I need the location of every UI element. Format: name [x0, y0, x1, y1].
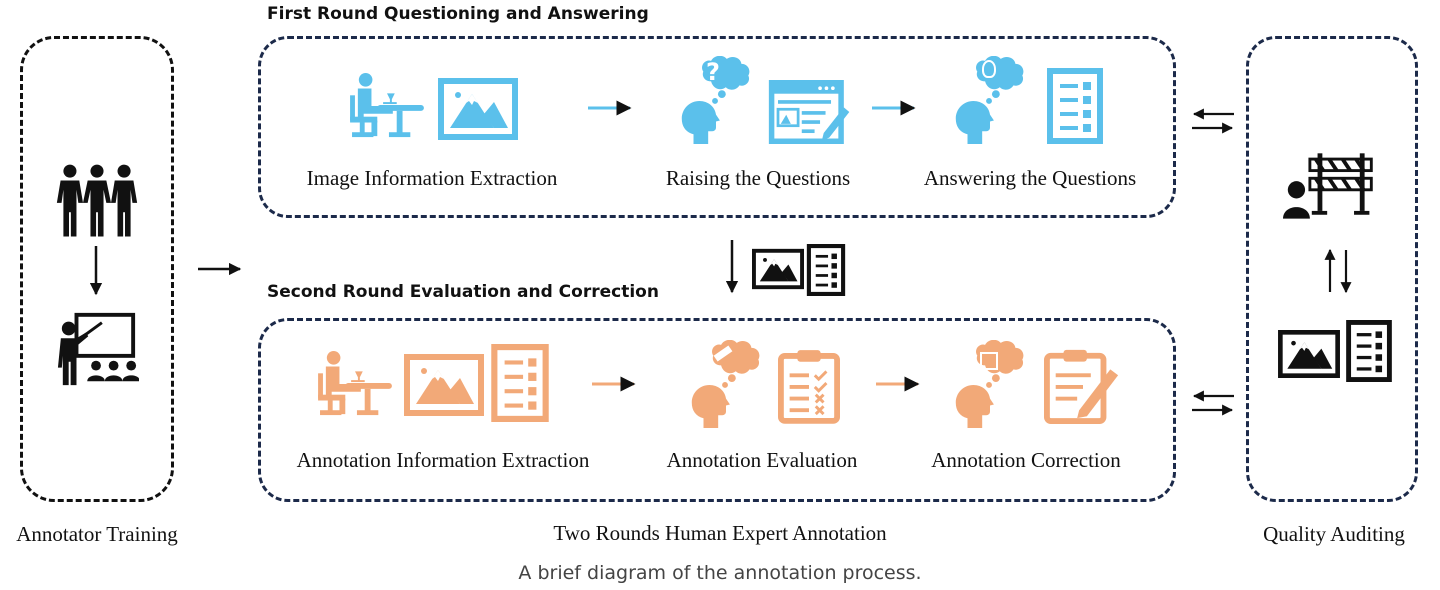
image-icon [438, 78, 518, 140]
step-label-annotation-correction: Annotation Correction [931, 448, 1121, 472]
web-form-edit-icon [766, 80, 854, 144]
step-label-answering-the-questions: Answering the Questions [923, 166, 1137, 190]
person-at-desk-icon [348, 72, 426, 140]
flow-arrow-icon [872, 100, 916, 116]
bidirectional-arrow-icon [1192, 108, 1234, 134]
quality-auditing-panel [1246, 36, 1418, 502]
quality-auditing-label: Quality Auditing [1263, 522, 1405, 546]
clipboard-edit-icon [1044, 346, 1122, 424]
first-round-box [258, 36, 1176, 218]
right-arrow-icon [198, 262, 242, 276]
teacher-presentation-icon [55, 312, 139, 388]
second-round-box [258, 318, 1176, 502]
question-mark-icon: ? [706, 58, 720, 86]
step-label-raising-the-questions: Raising the Questions [665, 166, 851, 190]
image-icon [752, 248, 804, 290]
down-arrow-icon [725, 240, 739, 294]
group-of-people-icon [55, 162, 139, 240]
step-label-annotation-evaluation: Annotation Evaluation [666, 448, 858, 472]
bidirectional-arrow-icon [1192, 390, 1234, 416]
auditor-barrier-icon [1283, 150, 1379, 220]
list-document-icon [490, 344, 550, 422]
clipboard-checklist-icon [778, 346, 840, 424]
flow-arrow-icon [876, 376, 920, 392]
step-label-annotation-information-extraction: Annotation Information Extraction [296, 448, 590, 472]
list-document-icon [1046, 68, 1104, 144]
two-rounds-label: Two Rounds Human Expert Annotation [553, 521, 887, 545]
figure-caption: A brief diagram of the annotation proces… [518, 562, 922, 584]
checkbox-icon [980, 352, 998, 370]
image-icon [404, 352, 484, 418]
image-icon [1278, 330, 1340, 378]
lightbulb-icon [982, 60, 996, 78]
list-document-icon [806, 244, 846, 296]
down-arrow-icon [89, 246, 103, 296]
up-down-arrow-icon [1324, 248, 1352, 294]
step-label-image-information-extraction: Image Information Extraction [306, 166, 558, 190]
annotator-training-label: Annotator Training [16, 522, 178, 546]
first-round-title: First Round Questioning and Answering [267, 4, 649, 24]
annotator-training-panel [20, 36, 174, 502]
person-at-desk-icon [316, 350, 394, 418]
flow-arrow-icon [592, 376, 636, 392]
second-round-title: Second Round Evaluation and Correction [267, 282, 659, 302]
flow-arrow-icon [588, 100, 632, 116]
list-document-icon [1346, 320, 1392, 382]
